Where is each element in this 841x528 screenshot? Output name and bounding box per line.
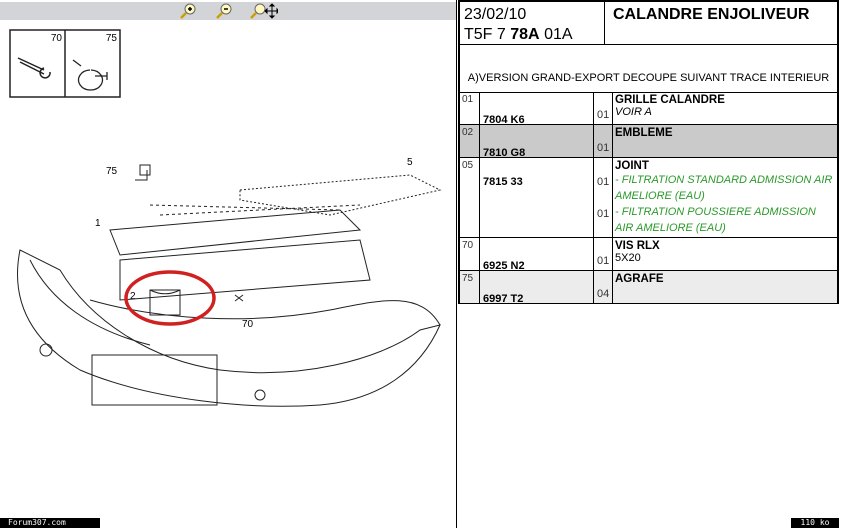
- bumper-drawing: [17, 164, 442, 407]
- version-note: A)VERSION GRAND-EXPORT DECOUPE SUIVANT T…: [458, 44, 839, 93]
- screw-icon: [17, 57, 51, 79]
- row-index: 02: [460, 125, 480, 157]
- part-detail: 5X20: [615, 252, 641, 264]
- header-ref-cell: 23/02/10 T5F 7 78A 01A: [458, 0, 605, 45]
- ref-suffix: 01A: [544, 26, 573, 43]
- part-name: GRILLE CALANDRE: [615, 94, 725, 106]
- row-index: 70: [460, 238, 480, 270]
- watermark: Forum307.com: [0, 518, 100, 528]
- row-index: 75: [460, 271, 480, 303]
- callout-2: 2: [130, 291, 136, 302]
- panel-divider[interactable]: [456, 0, 458, 528]
- callout-5: 5: [407, 157, 413, 168]
- inset-label-75: 75: [106, 33, 118, 44]
- part-quantity: 01: [597, 176, 610, 188]
- emblem-highlight: [124, 270, 216, 326]
- zoom-toolbar: [0, 2, 456, 20]
- part-reference[interactable]: 6997 T2: [480, 271, 594, 305]
- file-size: 110 ko: [791, 518, 839, 528]
- zoom-out-icon[interactable]: [214, 3, 236, 19]
- callout-70: 70: [242, 319, 254, 330]
- variant-text: - FILTRATION STANDARD ADMISSION AIR AMEL…: [615, 174, 833, 202]
- table-row[interactable]: 05 7815 33 01 01 JOINT - FILTRATION STANDA…: [458, 158, 839, 238]
- row-index: 05: [460, 158, 480, 237]
- part-name: JOINT: [615, 160, 649, 172]
- callout-1: 1: [95, 218, 101, 229]
- part-quantity: 01: [597, 255, 610, 267]
- clip-icon: [72, 59, 108, 91]
- zoom-pan-icon[interactable]: [250, 3, 278, 19]
- inset-label-70: 70: [51, 33, 63, 44]
- row-index: 01: [460, 92, 480, 124]
- parts-table: 23/02/10 T5F 7 78A 01A CALANDRE ENJOLIVE…: [458, 0, 841, 528]
- fastener-inset: [9, 29, 121, 98]
- table-row-selected[interactable]: 02 7810 G8 01 EMBLEME: [458, 125, 839, 159]
- part-quantity: 01: [597, 208, 610, 220]
- part-reference[interactable]: 6925 N2: [480, 238, 594, 272]
- diagram-panel: 70 75 75 5 1 2 70: [0, 2, 456, 407]
- variant-text: - FILTRATION POUSSIERE ADMISSION AIR AME…: [615, 206, 816, 234]
- zoom-in-icon[interactable]: [178, 3, 200, 19]
- table-row[interactable]: 75 6997 T2 04 AGRAFE: [458, 271, 839, 305]
- header-date: 23/02/10: [464, 6, 527, 23]
- part-name: EMBLEME: [615, 127, 673, 139]
- part-quantity: 01: [597, 142, 610, 154]
- ref-code: 78A: [510, 26, 540, 43]
- header-title: CALANDRE ENJOLIVEUR: [604, 0, 839, 45]
- part-reference[interactable]: 7815 33: [480, 158, 594, 237]
- header-reference: T5F 7 78A 01A: [464, 25, 600, 45]
- part-detail: VOIR A: [615, 106, 652, 118]
- part-reference[interactable]: 7810 G8: [480, 125, 594, 159]
- part-quantity: 01: [597, 109, 610, 121]
- part-reference[interactable]: 7804 K6: [480, 92, 594, 126]
- ref-prefix: T5F 7: [464, 26, 506, 43]
- part-name: VIS RLX: [615, 240, 660, 252]
- callout-75: 75: [106, 166, 118, 177]
- part-quantity: 04: [597, 288, 610, 300]
- parts-diagram: 70 75 75 5 1 2 70: [9, 29, 442, 407]
- part-name: AGRAFE: [615, 273, 664, 285]
